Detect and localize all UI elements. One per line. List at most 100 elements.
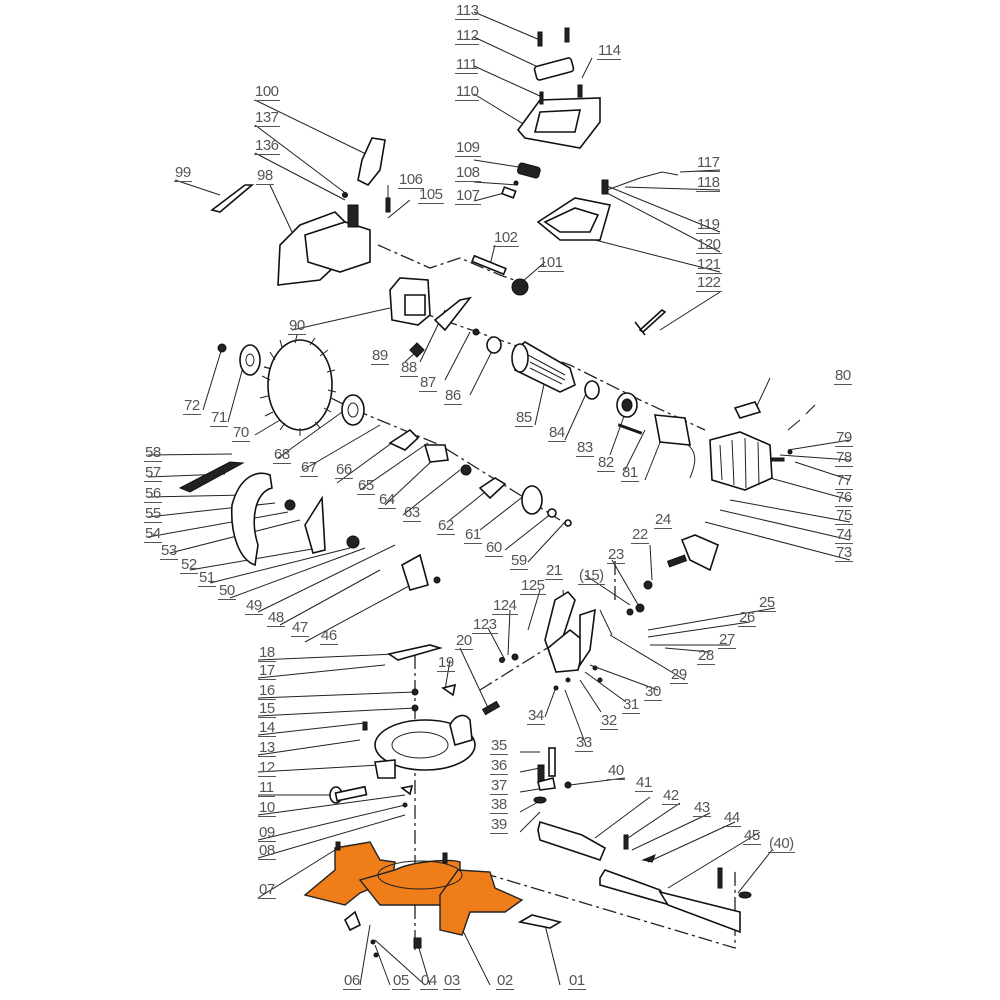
part-label-56: 56	[144, 485, 162, 503]
part-label-28: 28	[697, 647, 715, 665]
part-label-71: 71	[210, 409, 228, 427]
part-label-81: 81	[621, 464, 639, 482]
part-label-46: 46	[320, 627, 338, 645]
part-label-108: 108	[455, 164, 481, 182]
part-label-113: 113	[455, 2, 480, 20]
part-label-17: 17	[258, 662, 276, 680]
part-label-51: 51	[198, 569, 216, 587]
part-label-24: 24	[654, 511, 672, 529]
saw-blade	[217, 334, 365, 436]
part-label-57: 57	[144, 464, 162, 482]
part-label-45: 45	[743, 827, 761, 845]
arbor-parts	[388, 428, 572, 527]
part-label-15-ref: (15)	[578, 567, 605, 585]
part-label-60: 60	[485, 539, 503, 557]
part-label-84: 84	[548, 424, 566, 442]
part-label-98: 98	[256, 167, 274, 185]
part-label-15: 15	[258, 700, 276, 718]
gear-housing	[389, 277, 502, 358]
upper-guard	[210, 137, 391, 286]
part-label-39: 39	[490, 816, 508, 834]
part-label-50: 50	[218, 582, 236, 600]
part-label-88: 88	[400, 359, 418, 377]
part-label-89: 89	[371, 347, 389, 365]
part-label-105: 105	[418, 186, 444, 204]
part-label-27: 27	[718, 631, 736, 649]
part-label-14: 14	[258, 719, 276, 737]
part-label-118: 118	[696, 174, 721, 192]
part-label-82: 82	[597, 454, 615, 472]
pivot-bracket	[481, 590, 613, 716]
part-label-86: 86	[444, 387, 462, 405]
spindle-parts	[471, 254, 529, 296]
part-label-117: 117	[696, 154, 721, 172]
part-label-65: 65	[357, 477, 375, 495]
armature	[511, 341, 643, 435]
part-label-31: 31	[622, 696, 640, 714]
part-label-02: 02	[496, 972, 514, 990]
part-label-08: 08	[258, 842, 276, 860]
part-label-101: 101	[538, 254, 564, 272]
part-label-76: 76	[835, 489, 853, 507]
part-label-04: 04	[420, 972, 438, 990]
part-label-66: 66	[335, 461, 353, 479]
part-label-90: 90	[288, 317, 306, 335]
part-label-77: 77	[835, 472, 853, 490]
lower-guard	[178, 461, 441, 591]
part-label-43: 43	[693, 799, 711, 817]
part-label-47: 47	[291, 619, 309, 637]
part-label-35: 35	[490, 737, 508, 755]
part-label-42: 42	[662, 787, 680, 805]
part-label-73: 73	[835, 544, 853, 562]
part-label-102: 102	[493, 229, 519, 247]
part-label-29: 29	[670, 666, 688, 684]
part-label-136: 136	[254, 137, 280, 155]
part-label-63: 63	[403, 504, 421, 522]
part-label-37: 37	[490, 777, 508, 795]
part-label-10: 10	[258, 799, 276, 817]
locking-knob	[626, 534, 719, 616]
part-label-36: 36	[490, 757, 508, 775]
part-label-26: 26	[738, 609, 756, 627]
part-label-121: 121	[696, 256, 722, 274]
part-label-05: 05	[392, 972, 410, 990]
part-label-64: 64	[378, 491, 396, 509]
part-label-48: 48	[267, 609, 285, 627]
part-label-58: 58	[144, 444, 162, 462]
part-label-40-ref: (40)	[768, 835, 795, 853]
part-label-54: 54	[144, 525, 162, 543]
part-label-40: 40	[607, 762, 625, 780]
part-label-100: 100	[254, 83, 280, 101]
part-label-41: 41	[635, 774, 653, 792]
part-label-22: 22	[631, 526, 649, 544]
part-label-52: 52	[180, 556, 198, 574]
part-label-49: 49	[245, 597, 263, 615]
part-label-44: 44	[723, 809, 741, 827]
part-label-09: 09	[258, 824, 276, 842]
part-label-112: 112	[455, 27, 480, 45]
part-label-78: 78	[835, 449, 853, 467]
part-label-123: 123	[472, 616, 498, 634]
part-label-59: 59	[510, 552, 528, 570]
part-label-62: 62	[437, 517, 455, 535]
part-label-79: 79	[835, 429, 853, 447]
part-label-70: 70	[232, 424, 250, 442]
part-label-34: 34	[527, 707, 545, 725]
part-label-114: 114	[597, 42, 622, 60]
part-label-85: 85	[515, 409, 533, 427]
part-label-06: 06	[343, 972, 361, 990]
part-label-20: 20	[455, 632, 473, 650]
part-label-12: 12	[258, 759, 276, 777]
part-label-83: 83	[576, 439, 594, 457]
part-label-111: 111	[455, 56, 479, 74]
part-label-124: 124	[492, 597, 518, 615]
part-label-55: 55	[144, 505, 162, 523]
part-label-03: 03	[443, 972, 461, 990]
part-label-16: 16	[258, 682, 276, 700]
part-label-122: 122	[696, 274, 722, 292]
fence-assembly	[533, 747, 752, 934]
part-label-110: 110	[455, 83, 480, 101]
part-label-25: 25	[758, 594, 776, 612]
